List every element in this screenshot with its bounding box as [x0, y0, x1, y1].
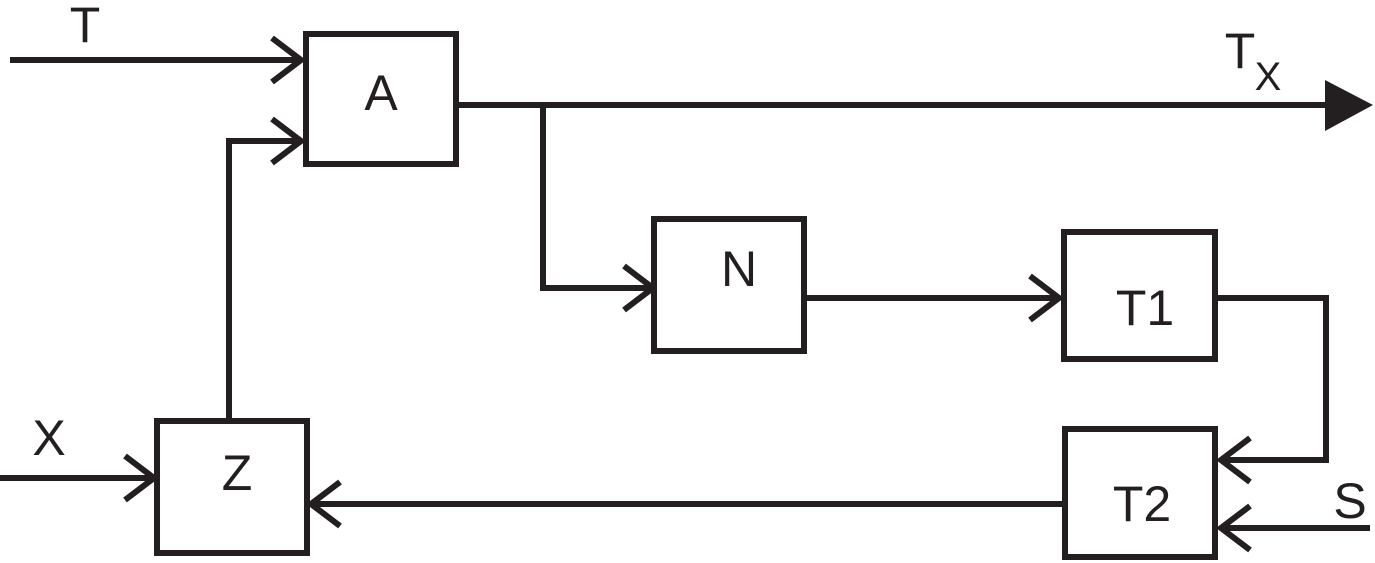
arrowhead-t-to-a: [270, 35, 306, 85]
wire-t1-to-t2: [1216, 295, 1329, 463]
wire-z-to-a: [226, 138, 300, 418]
arrowhead-z-to-a: [270, 116, 306, 166]
signal-label-x: X: [32, 410, 65, 466]
block-n: N: [651, 216, 807, 354]
block-t2-label: T2: [1113, 476, 1171, 532]
arrowhead-t2-to-z: [306, 479, 342, 529]
arrowhead-t1-to-t2: [1216, 435, 1252, 485]
signal-label-s: S: [1333, 473, 1366, 529]
signal-label-tx: T X: [1225, 23, 1282, 99]
block-n-label: N: [721, 241, 757, 297]
block-t1: T1: [1061, 229, 1218, 362]
arrowhead-tx: [1325, 80, 1373, 131]
block-t2: T2: [1062, 426, 1218, 560]
block-t1-label: T1: [1116, 280, 1174, 336]
signal-label-t: T: [70, 0, 101, 53]
signal-label-tx-subscript: X: [1255, 55, 1282, 99]
signal-label-tx-main: T: [1225, 23, 1256, 79]
arrowhead-n-to-t1: [1028, 273, 1064, 323]
wire-a-to-n: [540, 105, 652, 291]
block-a-label: A: [364, 65, 398, 121]
block-z: Z: [154, 418, 310, 556]
arrowhead-s-to-t2: [1216, 503, 1252, 553]
block-a: A: [303, 31, 459, 167]
block-z-label: Z: [222, 445, 253, 501]
